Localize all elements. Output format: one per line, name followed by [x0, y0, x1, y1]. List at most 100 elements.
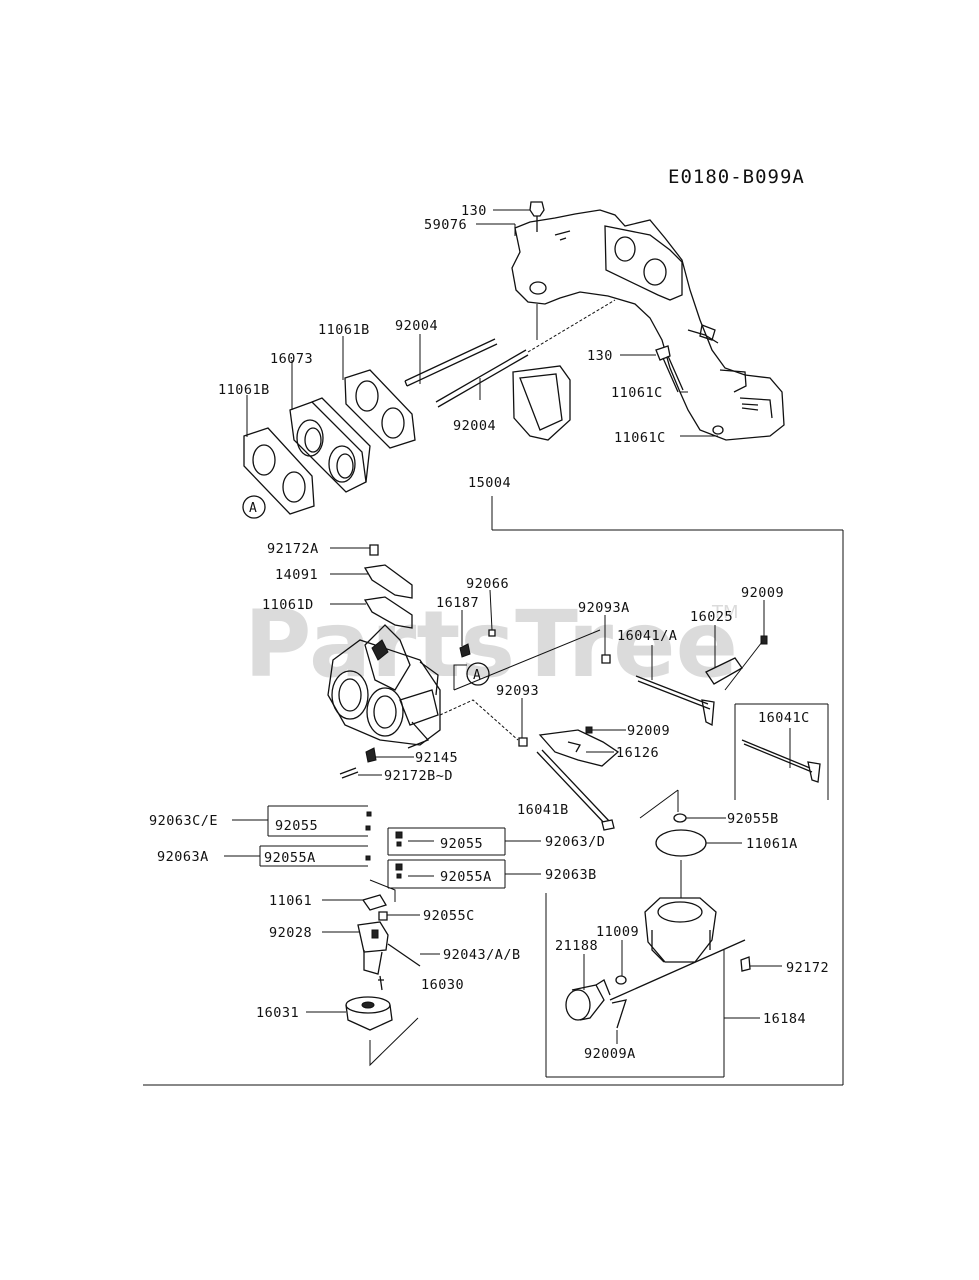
label-92055a-right: 92055A	[440, 869, 492, 885]
callout-a-lower: A	[466, 662, 490, 686]
label-92063d: 92063/D	[545, 834, 605, 850]
shaft-16041a	[635, 675, 715, 727]
bowl-lead	[369, 1017, 419, 1067]
screw-92172	[740, 956, 751, 972]
label-92172a: 92172A	[267, 541, 319, 557]
label-92063c-e: 92063C/E	[149, 813, 218, 829]
jet-box-92055a-right	[387, 859, 506, 889]
needle-lead	[369, 879, 396, 902]
label-14091: 14091	[275, 567, 318, 583]
screw-92009a	[611, 999, 627, 1029]
label-92028: 92028	[269, 925, 312, 941]
label-92172b-d: 92172B~D	[384, 768, 453, 784]
label-16187: 16187	[436, 595, 479, 611]
stud-92004-lower	[435, 349, 529, 408]
watermark-trademark: TM	[711, 602, 739, 623]
screw-16030	[378, 975, 384, 991]
manifold-flange-gasket	[512, 365, 571, 441]
float-bowl-frame	[545, 893, 725, 1078]
label-92055a-box: 92055A	[264, 850, 316, 866]
shaft-16041b	[536, 749, 615, 831]
callout-a-lower-text: A	[473, 668, 481, 683]
callout-a-upper-text: A	[249, 501, 257, 516]
insulator-16073	[289, 397, 371, 493]
diagram-code: E0180-B099A	[668, 166, 805, 188]
gasket-11061d	[363, 596, 413, 629]
label-92043-a-b: 92043/A/B	[443, 947, 521, 963]
jet-box-92055-right	[387, 827, 506, 856]
label-11061d: 11061D	[262, 597, 314, 613]
washer-92093a	[601, 654, 611, 664]
label-21188: 21188	[555, 938, 598, 954]
label-92009-mid: 92009	[627, 723, 670, 739]
solenoid-21188	[565, 979, 611, 1021]
label-92009-top: 92009	[741, 585, 784, 601]
label-92145: 92145	[415, 750, 458, 766]
oring-11061a	[655, 829, 707, 857]
label-16041a: 16041/A	[617, 628, 677, 644]
label-92055-box: 92055	[275, 818, 318, 834]
label-11061a: 11061A	[746, 836, 798, 852]
washer-11009	[615, 975, 627, 985]
screw-92009-top	[760, 635, 768, 645]
label-11061b-left: 11061B	[218, 382, 270, 398]
oring-92066	[488, 629, 496, 637]
label-11009: 11009	[596, 924, 639, 940]
gasket-11061b-lower	[243, 427, 315, 515]
oring-92055b	[673, 813, 687, 823]
lever-16126	[538, 729, 620, 767]
screw-92009-mid	[585, 726, 593, 734]
carburetor-assembly-frame	[143, 496, 844, 1086]
label-16041b: 16041B	[517, 802, 569, 818]
shaft-16041c-frame	[734, 703, 829, 800]
label-15004: 15004	[468, 475, 511, 491]
carburetor-body	[327, 624, 441, 749]
jet-box-92055	[267, 805, 368, 837]
label-16073: 16073	[270, 351, 313, 367]
float-assembly-92028	[357, 921, 421, 975]
label-92004-top: 92004	[395, 318, 438, 334]
spring-16187	[459, 643, 471, 658]
callout-a-upper: A	[242, 495, 266, 519]
label-92066: 92066	[466, 576, 509, 592]
float-bowl	[644, 897, 717, 963]
label-16025: 16025	[690, 609, 733, 625]
label-16184: 16184	[763, 1011, 806, 1027]
label-92055-right: 92055	[440, 836, 483, 852]
label-92172: 92172	[786, 960, 829, 976]
label-130-top: 130	[461, 203, 487, 219]
bowl-link-line	[609, 939, 746, 1001]
label-92055b: 92055B	[727, 811, 779, 827]
label-11061c-a: 11061C	[611, 385, 663, 401]
bolt-130-right	[655, 345, 684, 393]
float-bowl-16031	[345, 996, 393, 1031]
jet-92055c	[378, 911, 388, 921]
leader-lines	[224, 209, 791, 1044]
screw-92172a	[369, 544, 379, 556]
label-11061b-top: 11061B	[318, 322, 370, 338]
label-130-right: 130	[587, 348, 613, 364]
shaft-16041c	[741, 739, 821, 783]
label-11061: 11061	[269, 893, 312, 909]
label-92063b: 92063B	[545, 867, 597, 883]
label-92055c: 92055C	[423, 908, 475, 924]
part-labels: 130 59076 11061B 92004 16073 11061B 130 …	[149, 203, 829, 1062]
label-92093: 92093	[496, 683, 539, 699]
label-92093a: 92093A	[578, 600, 630, 616]
bolt-130-top	[529, 201, 545, 232]
label-92009a: 92009A	[584, 1046, 636, 1062]
bracket-14091	[363, 564, 413, 599]
label-92004-bottom: 92004	[453, 418, 496, 434]
screw-92172b-d	[339, 767, 359, 779]
intake-manifold	[511, 209, 785, 441]
label-16041c: 16041C	[758, 710, 810, 726]
label-16126: 16126	[616, 745, 659, 761]
label-16031: 16031	[256, 1005, 299, 1021]
washer-92093	[518, 737, 528, 747]
label-11061c-b: 11061C	[614, 430, 666, 446]
gasket-11061	[361, 894, 387, 911]
label-92063a: 92063A	[157, 849, 209, 865]
stud-92004-upper	[404, 338, 498, 387]
